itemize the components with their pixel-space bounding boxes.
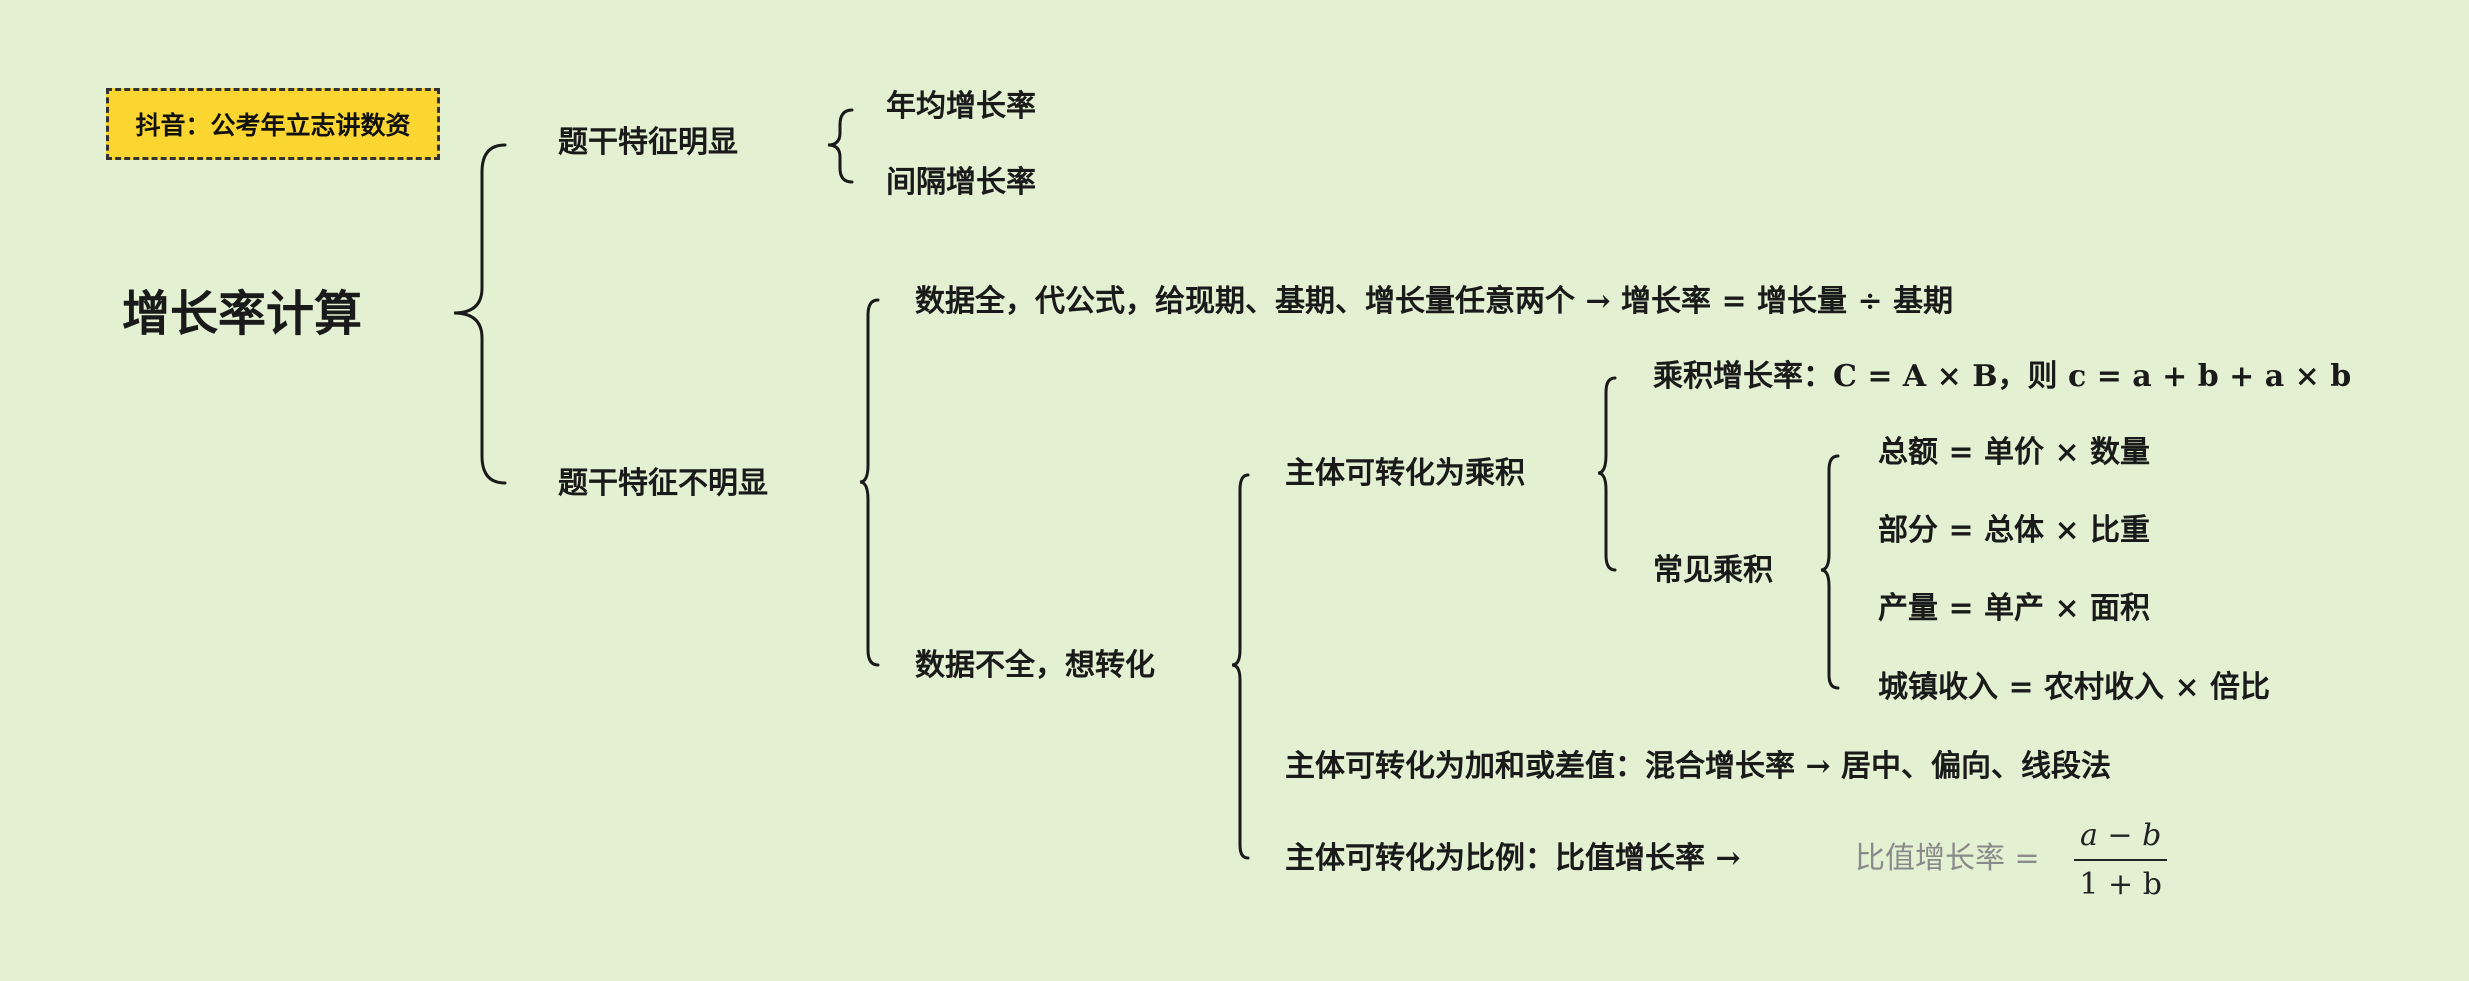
common-item-output: 产量 = 单产 × 面积 xyxy=(1878,591,2151,626)
root-brace xyxy=(453,143,507,485)
product-brace xyxy=(1597,376,1617,572)
branch-obvious: 题干特征明显 xyxy=(558,125,738,160)
product-growth-rate: 乘积增长率：C = A × B，则 c = a + b + a × b xyxy=(1653,359,2352,394)
ratio-branch: 主体可转化为比例：比值增长率 → xyxy=(1285,841,1741,876)
common-item-part: 部分 = 总体 × 比重 xyxy=(1878,513,2151,548)
ratio-formula-text: 比值增长率 = xyxy=(1855,841,2040,876)
sum-diff-branch: 主体可转化为加和或差值：混合增长率 → 居中、偏向、线段法 xyxy=(1285,749,2112,784)
common-item-income: 城镇收入 = 农村收入 × 倍比 xyxy=(1878,670,2271,705)
leaf-interval-growth: 间隔增长率 xyxy=(886,165,1036,200)
ratio-numerator: a − b xyxy=(2074,818,2168,861)
ratio-denominator: 1 + b xyxy=(2079,867,2162,902)
ratio-fraction: a − b 1 + b xyxy=(2074,818,2168,902)
incomplete-data: 数据不全，想转化 xyxy=(915,648,1155,683)
complete-data-formula: 数据全，代公式，给现期、基期、增长量任意两个 → 增长率 = 增长量 ÷ 基期 xyxy=(915,284,1954,319)
not-obvious-brace xyxy=(859,298,880,667)
root-title: 增长率计算 xyxy=(122,286,363,342)
author-badge: 抖音：公考年立志讲数资 xyxy=(106,88,440,160)
incomplete-brace xyxy=(1231,473,1250,860)
leaf-annual-growth: 年均增长率 xyxy=(886,89,1036,124)
common-products: 常见乘积 xyxy=(1653,553,1773,588)
common-item-total: 总额 = 单价 × 数量 xyxy=(1878,435,2151,470)
common-brace xyxy=(1820,454,1840,690)
branch-not-obvious: 题干特征不明显 xyxy=(558,466,768,501)
obvious-brace xyxy=(827,108,854,184)
product-branch: 主体可转化为乘积 xyxy=(1285,456,1525,491)
